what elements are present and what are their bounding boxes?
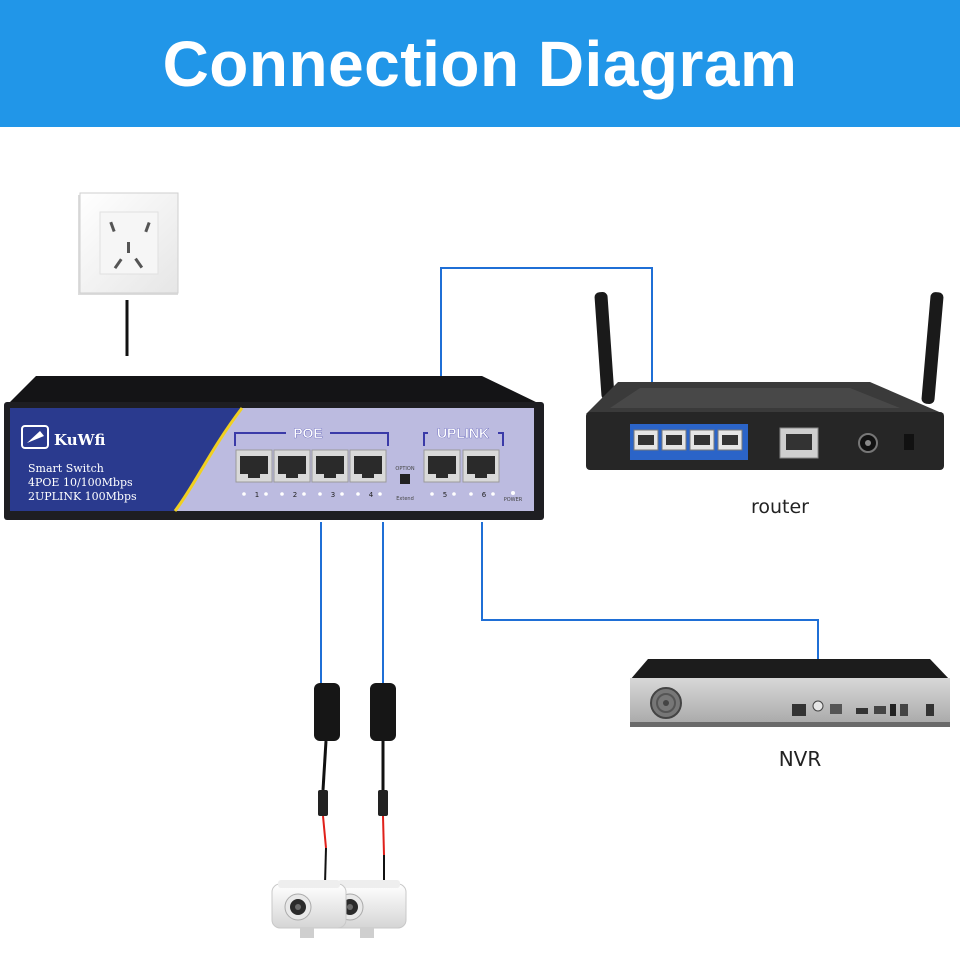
poe-group-label: POE [293,425,323,441]
router-antenna-left [594,291,615,400]
page-title: Connection Diagram [162,27,798,100]
switch-port-led [318,492,322,496]
option-label: OPTION [395,466,414,472]
switch-port-4 [349,449,387,483]
switch-port-led [340,492,344,496]
switch-port-led [356,492,360,496]
switch-ports: 1 2 3 4 5 6 [235,449,500,499]
header-banner: Connection Diagram [0,0,960,127]
switch-port-number: 6 [482,491,487,499]
cable-switch-router [440,267,653,440]
switch-port-led [491,492,495,496]
ip-camera-right [331,880,407,938]
poe-splitter-left [314,683,340,885]
switch-model-line-2: 4POE 10/100Mbps [28,476,133,489]
power-led [511,491,515,495]
nvr-lan-port [792,704,806,716]
brand-name: KuWfi [54,431,105,449]
switch-port-led [302,492,306,496]
switch-port-led [242,492,246,496]
switch-port-led [469,492,473,496]
kuwfi-logo: KuWfi [21,425,105,449]
router-lan-port-socket [666,435,682,445]
switch-model-line-1: Smart Switch [28,462,104,475]
switch-port-led [264,492,268,496]
extend-label: Extend [396,496,414,502]
switch-port-led [280,492,284,496]
router-lan-ports [633,429,743,451]
uplink-group-label: UPLINK [437,425,489,441]
router-antenna-right [921,292,944,404]
switch-port-6 [462,449,500,483]
switch-port-number: 2 [293,491,297,499]
switch-port-led [430,492,434,496]
switch-port-number: 3 [331,491,335,499]
switch-model-line-3: 2UPLINK 100Mbps [28,490,137,503]
router [586,291,944,470]
switch-port-led [378,492,382,496]
power-label: POWER [504,497,523,503]
router-lan-port-socket [638,435,654,445]
poe-switch: KuWfi Smart Switch 4POE 10/100Mbps 2UPLI… [4,376,544,520]
switch-port-5 [423,449,461,483]
switch-port-number: 1 [255,491,259,499]
router-lan-port-socket [722,435,738,445]
switch-port-number: 5 [443,491,447,499]
poe-splitter-right [370,683,396,884]
router-lan-port-socket [694,435,710,445]
switch-port-1 [235,449,273,483]
nvr [630,659,950,727]
power-socket [78,192,179,295]
nvr-label: NVR [779,747,822,771]
router-label: router [751,496,809,518]
switch-port-number: 4 [369,491,374,499]
option-toggle [400,474,410,484]
switch-port-led [452,492,456,496]
switch-port-3 [311,449,349,483]
switch-port-2 [273,449,311,483]
ip-camera-left [271,880,347,938]
